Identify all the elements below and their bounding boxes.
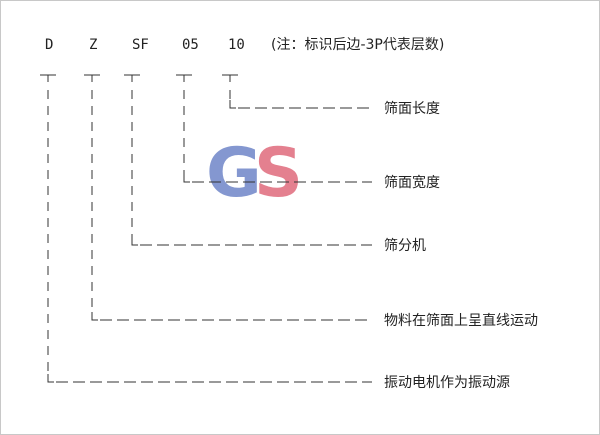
label-screen-width: 筛面宽度	[384, 175, 440, 191]
code-d: D	[45, 37, 54, 53]
tee-z	[84, 74, 100, 82]
tee-10	[222, 74, 238, 82]
label-screener: 筛分机	[384, 238, 426, 254]
watermark-g: G	[206, 134, 262, 213]
label-vibration-source: 振动电机作为振动源	[384, 375, 510, 391]
header-note: (注：标识后边-3P代表层数)	[271, 37, 445, 53]
tee-sf	[124, 74, 140, 82]
watermark-s: S	[254, 134, 303, 213]
code-sf: SF	[132, 37, 149, 53]
code-10: 10	[228, 37, 245, 53]
label-motion: 物料在筛面上呈直线运动	[384, 313, 538, 329]
code-05: 05	[182, 37, 199, 53]
label-screen-length: 筛面长度	[384, 101, 440, 117]
code-z: Z	[89, 37, 98, 53]
tee-05	[176, 74, 192, 82]
tee-d	[40, 74, 56, 82]
